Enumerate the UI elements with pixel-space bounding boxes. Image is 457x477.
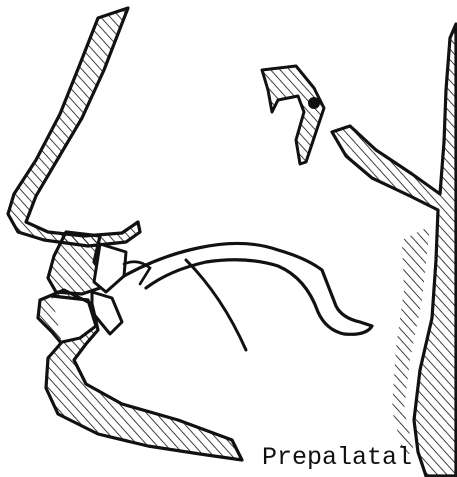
ear-outline (262, 66, 324, 164)
oral-cavity-curve (186, 260, 246, 350)
lower-lip-chin-outline (38, 290, 242, 460)
tongue-palate-line (124, 243, 372, 334)
diagram-label: Prepalatal (262, 444, 412, 472)
upper-incisor (94, 244, 126, 292)
nose-outline (8, 8, 140, 246)
ear-canal (308, 97, 320, 109)
